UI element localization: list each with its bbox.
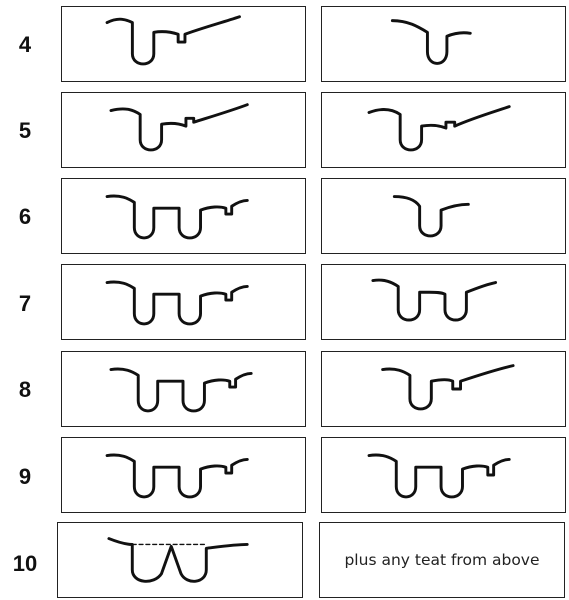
panel-row10-left: [57, 522, 303, 598]
last-row-note: plus any teat from above: [320, 551, 564, 569]
teat-diagram-double-with-small-teat: [62, 265, 305, 339]
panel-row4-right: [321, 6, 566, 82]
panel-row7-left: [61, 264, 306, 340]
panel-row4-left: [61, 6, 306, 82]
panel-row5-left: [61, 92, 306, 168]
row-label-6: 6: [0, 204, 50, 230]
teat-diagram-single-with-small-teat: [322, 352, 565, 426]
teat-diagram-single: [322, 179, 565, 253]
panel-row6-right: [321, 178, 566, 254]
row-label-10: 10: [0, 551, 50, 577]
teat-diagram-double-with-small-teat: [62, 438, 305, 512]
panel-row6-left: [61, 178, 306, 254]
row-label-7: 7: [0, 291, 50, 317]
panel-row10-right: plus any teat from above: [319, 522, 565, 598]
panel-row5-right: [321, 92, 566, 168]
panel-row7-right: [321, 264, 566, 340]
teat-diagram-single: [322, 7, 565, 81]
teat-diagram-single-with-small-teat: [322, 93, 565, 167]
panel-row9-right: [321, 437, 566, 513]
teat-diagram-single-with-small-teat: [62, 7, 305, 81]
teat-diagram-double-with-small-teat: [62, 179, 305, 253]
row-label-9: 9: [0, 464, 50, 490]
teat-diagram-double-with-small-teat: [322, 438, 565, 512]
panel-row9-left: [61, 437, 306, 513]
teat-diagram-double-with-small-teat: [62, 352, 305, 426]
panel-row8-right: [321, 351, 566, 427]
row-label-4: 4: [0, 32, 50, 58]
row-label-5: 5: [0, 118, 50, 144]
teat-diagram-single-with-small-teat: [62, 93, 305, 167]
row-label-8: 8: [0, 377, 50, 403]
panel-row8-left: [61, 351, 306, 427]
teat-diagram-double: [322, 265, 565, 339]
teat-diagram-fused-double: [58, 523, 302, 597]
